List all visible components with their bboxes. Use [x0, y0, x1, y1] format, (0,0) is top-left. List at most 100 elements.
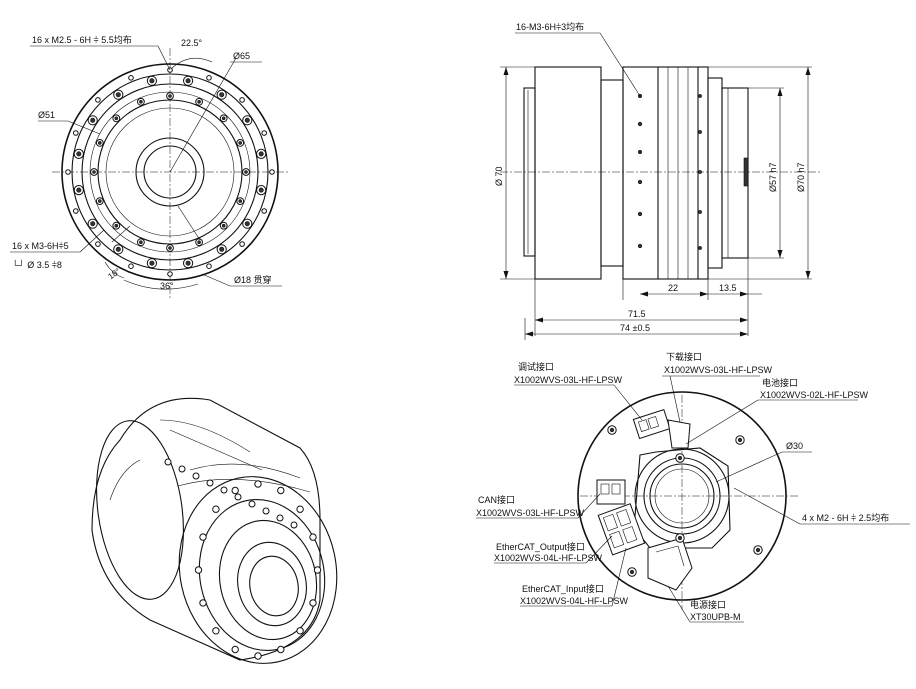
rear-mount-hole-core	[609, 427, 615, 433]
connector-download	[667, 419, 691, 449]
bore-inner-circle	[143, 145, 197, 199]
side-hole	[698, 94, 702, 98]
iso-bolt-hole	[254, 480, 262, 488]
bore-outer-circle	[135, 137, 205, 207]
outer-bolt-hole-core	[219, 92, 225, 98]
outer-bolt-hole-core	[90, 117, 96, 123]
hole-note-top: 16 x M2.5 - 6H ⫩ 5.5均布	[32, 34, 132, 45]
rear-mount-hole-core	[677, 535, 683, 541]
power-label: 电源接口	[690, 599, 726, 610]
inner-bolt-hole-core	[139, 100, 143, 104]
can-label: CAN接口	[478, 494, 515, 505]
power-part: XT30UPB-M	[690, 612, 741, 622]
dim-74-label: 74 ±0.5	[620, 323, 650, 333]
counterbore-note: └┘ Ø 3.5 ⫩8	[12, 259, 62, 270]
iso-bolt-hole	[296, 505, 304, 513]
iso-side-hole	[192, 472, 200, 480]
rim-hole	[65, 169, 71, 175]
outer-bolt-hole-core	[76, 187, 82, 193]
connector-power	[647, 537, 693, 591]
angle-22-label: 22.5°	[181, 38, 203, 48]
side-hole	[637, 211, 643, 217]
inner-bolt-hole-core	[244, 170, 248, 174]
connector-can	[596, 479, 626, 505]
dim-71-5-label: 71.5	[628, 309, 646, 319]
side-hole-note: 16-M3-6H⫩3均布	[516, 21, 584, 32]
holes-note: 4 x M2 - 6H ⫩ 2.5均布	[802, 512, 889, 523]
outer-bolt-hole-core	[149, 78, 155, 84]
isometric-view	[91, 397, 338, 664]
front-flange-ring	[178, 476, 338, 664]
rim-hole	[206, 263, 212, 270]
side-hole	[698, 246, 702, 250]
ecat-out-label: EtherCAT_Output接口	[496, 541, 585, 552]
iso-bolt-hole	[212, 627, 220, 635]
rear-view: 调试接口 X1002WVS-03L-HF-LPSW 下载接口 X1002WVS-…	[476, 351, 910, 623]
iso-side-hole	[206, 479, 214, 487]
side-hole	[698, 170, 702, 174]
debug-label: 调试接口	[518, 361, 554, 372]
outer-bolt-hole-core	[258, 151, 264, 157]
debug-part: X1002WVS-03L-HF-LPSW	[514, 375, 623, 385]
outer-bolt-holes	[65, 67, 275, 277]
front-view: 16 x M2.5 - 6H ⫩ 5.5均布 22.5° Ø65 Ø51 16 …	[10, 34, 290, 300]
iso-bolt-hole	[194, 566, 203, 574]
outer-bolt-hole-core	[258, 187, 264, 193]
rim-hole	[95, 97, 101, 103]
iso-bolt-hole	[313, 566, 322, 574]
side-holes	[637, 93, 702, 250]
outer-bolt-hole-core	[244, 117, 250, 123]
dia-70-left-label: Ø 70	[494, 166, 504, 186]
iso-bolt-hole	[199, 533, 207, 541]
dia-51-label: Ø51	[38, 110, 55, 120]
outer-bolt-hole-core	[185, 260, 191, 266]
inner-bolt-hole-core	[197, 240, 201, 244]
rotor-stack	[622, 66, 709, 280]
inner-bolt-hole-core	[114, 116, 119, 121]
side-hole	[698, 210, 702, 214]
dim-22-label: 22	[668, 283, 678, 293]
inner-bolt-hole-core	[221, 116, 226, 121]
rear-mount-hole-core	[737, 437, 743, 443]
hole-note-bottom: 16 x M3-6H⫩5	[12, 241, 69, 251]
iso-side-hole	[234, 493, 242, 501]
outer-bolt-hole-core	[149, 260, 155, 266]
iso-side-hole	[220, 486, 228, 494]
outer-bolt-hole-core	[115, 246, 121, 252]
side-hole	[637, 179, 643, 185]
rim-hole	[261, 130, 268, 136]
rim-hole	[261, 208, 268, 214]
inner-bolt-holes	[90, 92, 250, 252]
can-part: X1002WVS-03L-HF-LPSW	[476, 508, 585, 518]
housing-silhouette	[91, 397, 321, 661]
rim-hole	[73, 130, 79, 136]
rear-mount-hole-core	[755, 547, 761, 553]
iso-bolt-hole	[309, 533, 317, 541]
iso-bolt-hole	[231, 486, 239, 495]
outer-bolt-hole-core	[219, 246, 225, 252]
rear-mount-hole-core	[677, 455, 683, 461]
download-part: X1002WVS-03L-HF-LPSW	[664, 365, 773, 375]
iso-side-hole	[178, 465, 186, 473]
ecat-out-part: X1002WVS-04L-HF-LPSW	[494, 553, 603, 563]
inner-bolt-hole-core	[98, 199, 102, 203]
iso-bolt-hole	[309, 599, 317, 607]
iso-side-hole	[276, 514, 284, 522]
iso-bolt-hole	[296, 627, 304, 635]
connector-debug	[632, 408, 671, 440]
rear-mount-hole-core	[629, 569, 635, 575]
rim-hole	[128, 263, 134, 270]
ecat-in-part: X1002WVS-04L-HF-LPSW	[520, 596, 629, 606]
inner-bolt-hole-core	[92, 170, 96, 174]
rim-hole	[128, 75, 134, 81]
rear-mount-holes	[607, 425, 763, 577]
iso-bolt-holes	[164, 458, 322, 660]
inner-bolt-hole-core	[168, 94, 172, 98]
rim-hole	[206, 75, 212, 81]
download-label: 下载接口	[666, 351, 702, 362]
inner-bolt-hole-core	[168, 246, 172, 250]
battery-label: 电池接口	[762, 377, 798, 388]
dim-13-5-label: 13.5	[719, 283, 737, 293]
iso-bolt-hole	[277, 486, 285, 495]
